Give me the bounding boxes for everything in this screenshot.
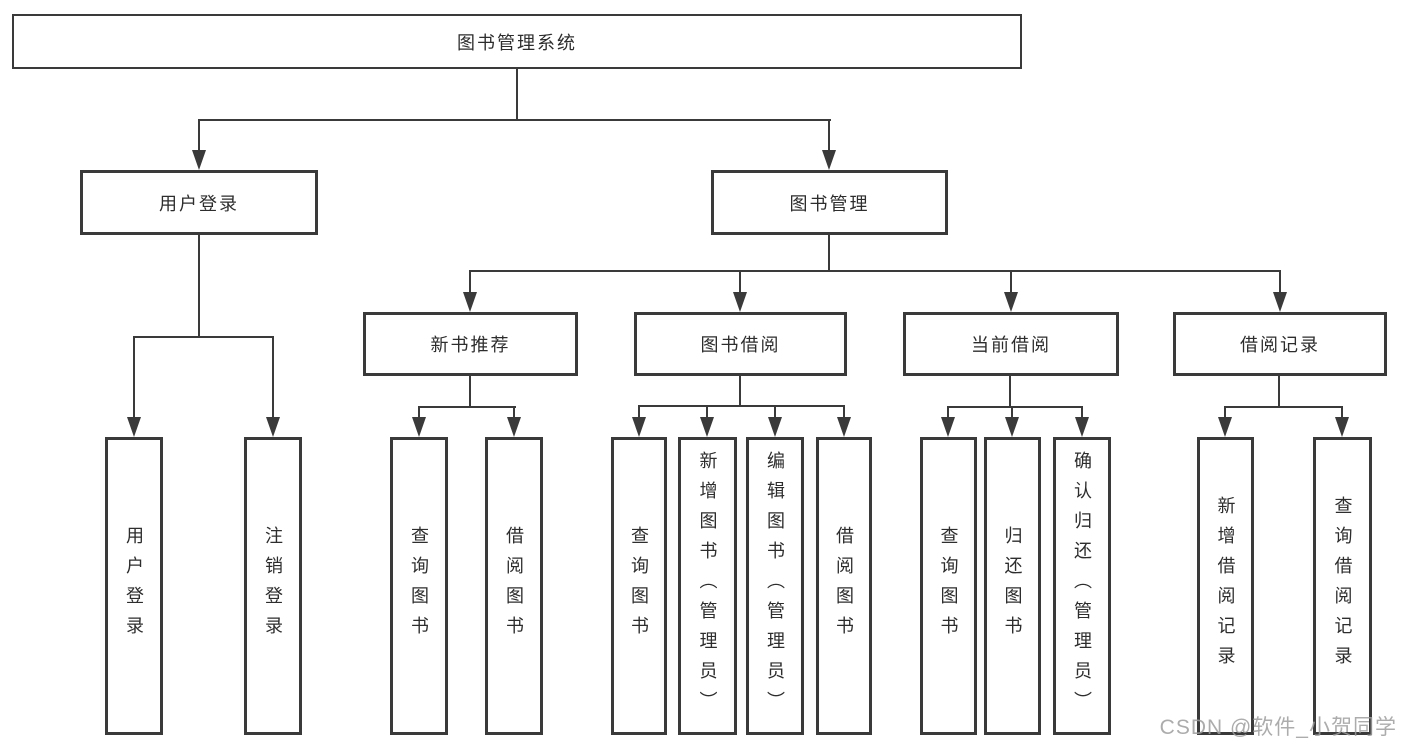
node-new-book-recommend-label: 新书推荐 (430, 335, 511, 355)
connector-line (1279, 270, 1281, 294)
connector-line (1011, 406, 1013, 418)
leaf-edit-books-admin: 编辑图书（管理员） (746, 437, 804, 735)
node-current-borrowing-label: 当前借阅 (971, 335, 1051, 355)
connector-line (843, 405, 845, 418)
node-borrow-records-label: 借阅记录 (1240, 335, 1320, 355)
connector-line (774, 405, 776, 418)
connector-line (739, 270, 741, 294)
node-book-management-label: 图书管理 (789, 193, 870, 214)
leaf-user-login: 用户登录 (105, 437, 163, 735)
connector-line (199, 119, 831, 121)
arrowhead-down-icon (941, 417, 955, 437)
connector-line (828, 119, 830, 152)
node-borrow-records: 借阅记录 (1173, 312, 1387, 376)
connector-line (739, 375, 741, 407)
node-new-book-recommend: 新书推荐 (363, 312, 578, 376)
arrowhead-down-icon (1075, 417, 1089, 437)
arrowhead-down-icon (1005, 417, 1019, 437)
leaf-query-books-3-label: 查询图书 (938, 526, 959, 646)
connector-line (1341, 406, 1343, 418)
leaf-return-books-label: 归还图书 (1002, 526, 1023, 646)
connector-line (469, 375, 471, 408)
leaf-add-books-admin-label: 新增图书（管理员） (697, 451, 718, 721)
connector-line (419, 406, 516, 408)
leaf-borrow-books-2: 借阅图书 (816, 437, 872, 735)
connector-line (947, 406, 949, 418)
arrowhead-down-icon (837, 417, 851, 437)
connector-line (469, 270, 471, 294)
connector-line (513, 406, 515, 418)
connector-line (706, 405, 708, 418)
leaf-borrow-books-1: 借阅图书 (485, 437, 543, 735)
connector-line (1009, 375, 1011, 408)
leaf-query-books-3: 查询图书 (920, 437, 977, 735)
leaf-borrow-books-1-label: 借阅图书 (504, 526, 524, 646)
connector-line (516, 69, 518, 121)
connector-line (828, 233, 830, 272)
node-user-login-label: 用户登录 (159, 193, 239, 214)
connector-line (638, 405, 640, 418)
arrowhead-down-icon (822, 150, 836, 170)
arrowhead-down-icon (1004, 292, 1018, 312)
arrowhead-down-icon (1335, 417, 1349, 437)
leaf-query-borrow-record: 查询借阅记录 (1313, 437, 1372, 735)
arrowhead-down-icon (1273, 292, 1287, 312)
arrowhead-down-icon (412, 417, 426, 437)
watermark: CSDN @软件_小贺同学 (1159, 716, 1397, 739)
leaf-query-books-2: 查询图书 (611, 437, 667, 735)
leaf-query-books-2-label: 查询图书 (629, 526, 649, 646)
arrowhead-down-icon (463, 292, 477, 312)
arrowhead-down-icon (192, 150, 206, 170)
connector-line (470, 270, 1281, 272)
arrowhead-down-icon (733, 292, 747, 312)
connector-line (198, 119, 200, 152)
leaf-logout: 注销登录 (244, 437, 302, 735)
connector-line (948, 406, 1083, 408)
leaf-query-books-1: 查询图书 (390, 437, 448, 735)
leaf-logout-label: 注销登录 (263, 526, 283, 646)
node-user-login: 用户登录 (80, 170, 318, 235)
node-current-borrowing: 当前借阅 (903, 312, 1119, 376)
connector-line (1225, 406, 1343, 408)
node-root: 图书管理系统 (12, 14, 1022, 69)
connector-line (1278, 375, 1280, 408)
leaf-confirm-return-admin: 确认归还（管理员） (1053, 437, 1111, 735)
arrowhead-down-icon (266, 417, 280, 437)
leaf-add-borrow-record-label: 新增借阅记录 (1215, 496, 1236, 676)
arrowhead-down-icon (507, 417, 521, 437)
leaf-add-books-admin: 新增图书（管理员） (678, 437, 737, 735)
arrowhead-down-icon (632, 417, 646, 437)
node-book-management: 图书管理 (711, 170, 948, 235)
arrowhead-down-icon (700, 417, 714, 437)
leaf-query-books-1-label: 查询图书 (409, 526, 429, 646)
connector-line (1224, 406, 1226, 418)
connector-line (134, 336, 274, 338)
leaf-query-borrow-record-label: 查询借阅记录 (1332, 496, 1353, 676)
connector-line (133, 336, 135, 418)
connector-line (1010, 270, 1012, 294)
leaf-confirm-return-admin-label: 确认归还（管理员） (1072, 451, 1092, 721)
arrowhead-down-icon (127, 417, 141, 437)
connector-line (639, 405, 845, 407)
node-root-label: 图书管理系统 (457, 32, 577, 53)
node-book-borrowing: 图书借阅 (634, 312, 847, 376)
arrowhead-down-icon (768, 417, 782, 437)
arrowhead-down-icon (1218, 417, 1232, 437)
connector-line (198, 233, 200, 338)
node-book-borrowing-label: 图书借阅 (700, 335, 781, 355)
connector-line (272, 336, 274, 418)
leaf-user-login-label: 用户登录 (124, 526, 144, 646)
connector-line (1081, 406, 1083, 418)
connector-line (418, 406, 420, 418)
leaf-return-books: 归还图书 (984, 437, 1041, 735)
leaf-edit-books-admin-label: 编辑图书（管理员） (765, 451, 785, 721)
leaf-borrow-books-2-label: 借阅图书 (834, 526, 854, 646)
leaf-add-borrow-record: 新增借阅记录 (1197, 437, 1254, 735)
